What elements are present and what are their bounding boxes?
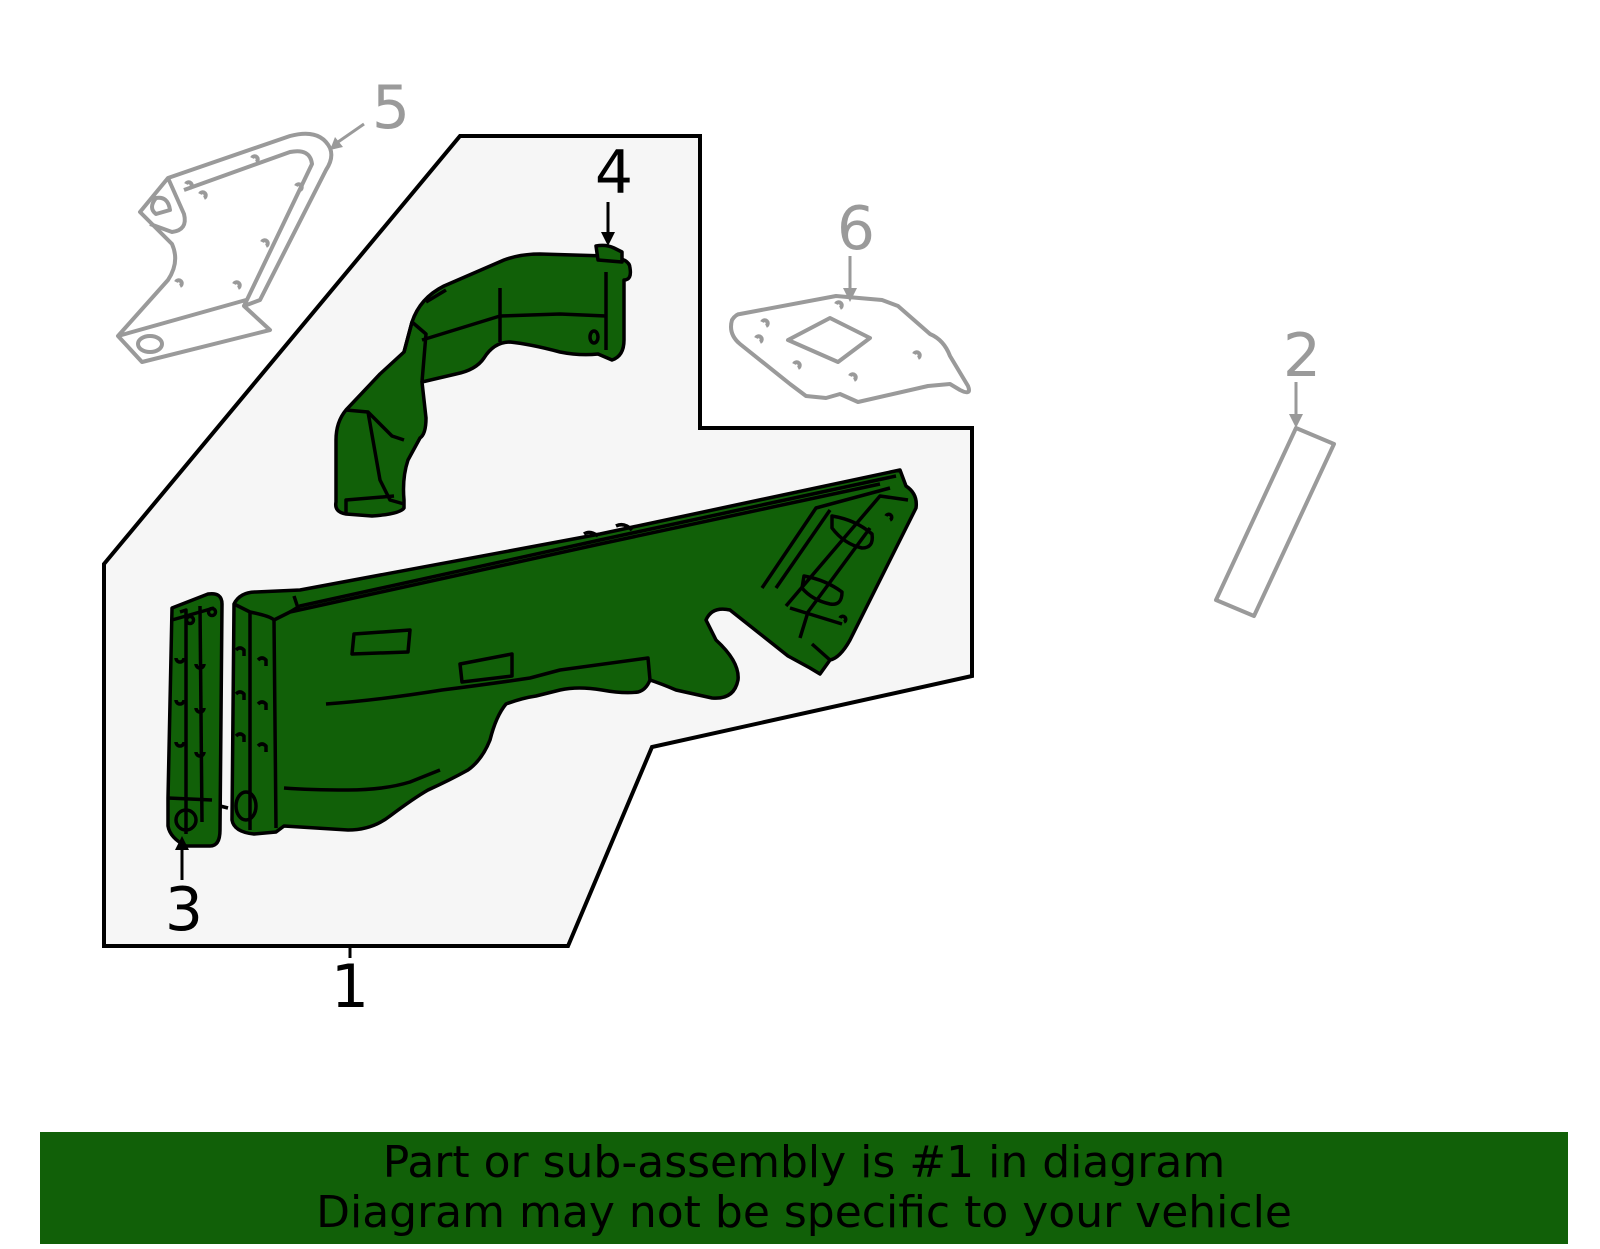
info-banner: Part or sub-assembly is #1 in diagram Di… bbox=[40, 1132, 1568, 1244]
callout-1: 1 bbox=[331, 952, 369, 1022]
callout-4-arrow bbox=[601, 202, 615, 246]
callout-4: 4 bbox=[595, 138, 633, 208]
callout-6-arrow bbox=[843, 256, 857, 302]
part-3-bracket[interactable] bbox=[166, 591, 229, 848]
callout-5-arrow bbox=[330, 122, 365, 150]
part-2-strip[interactable] bbox=[1214, 426, 1336, 618]
part-5-bracket[interactable] bbox=[116, 131, 334, 364]
callout-2-arrow bbox=[1289, 382, 1303, 428]
callout-6: 6 bbox=[837, 194, 875, 264]
callout-5: 5 bbox=[372, 73, 410, 143]
callout-3-arrow bbox=[175, 836, 189, 880]
part-1-lower-rail[interactable] bbox=[230, 468, 919, 836]
callout-2: 2 bbox=[1283, 321, 1321, 391]
part-4-upper-rail[interactable] bbox=[333, 243, 633, 518]
part-6-plate[interactable] bbox=[729, 294, 971, 404]
callout-3: 3 bbox=[165, 875, 203, 945]
banner-line-2: Diagram may not be specific to your vehi… bbox=[316, 1187, 1292, 1238]
banner-line-1: Part or sub-assembly is #1 in diagram bbox=[382, 1137, 1226, 1188]
